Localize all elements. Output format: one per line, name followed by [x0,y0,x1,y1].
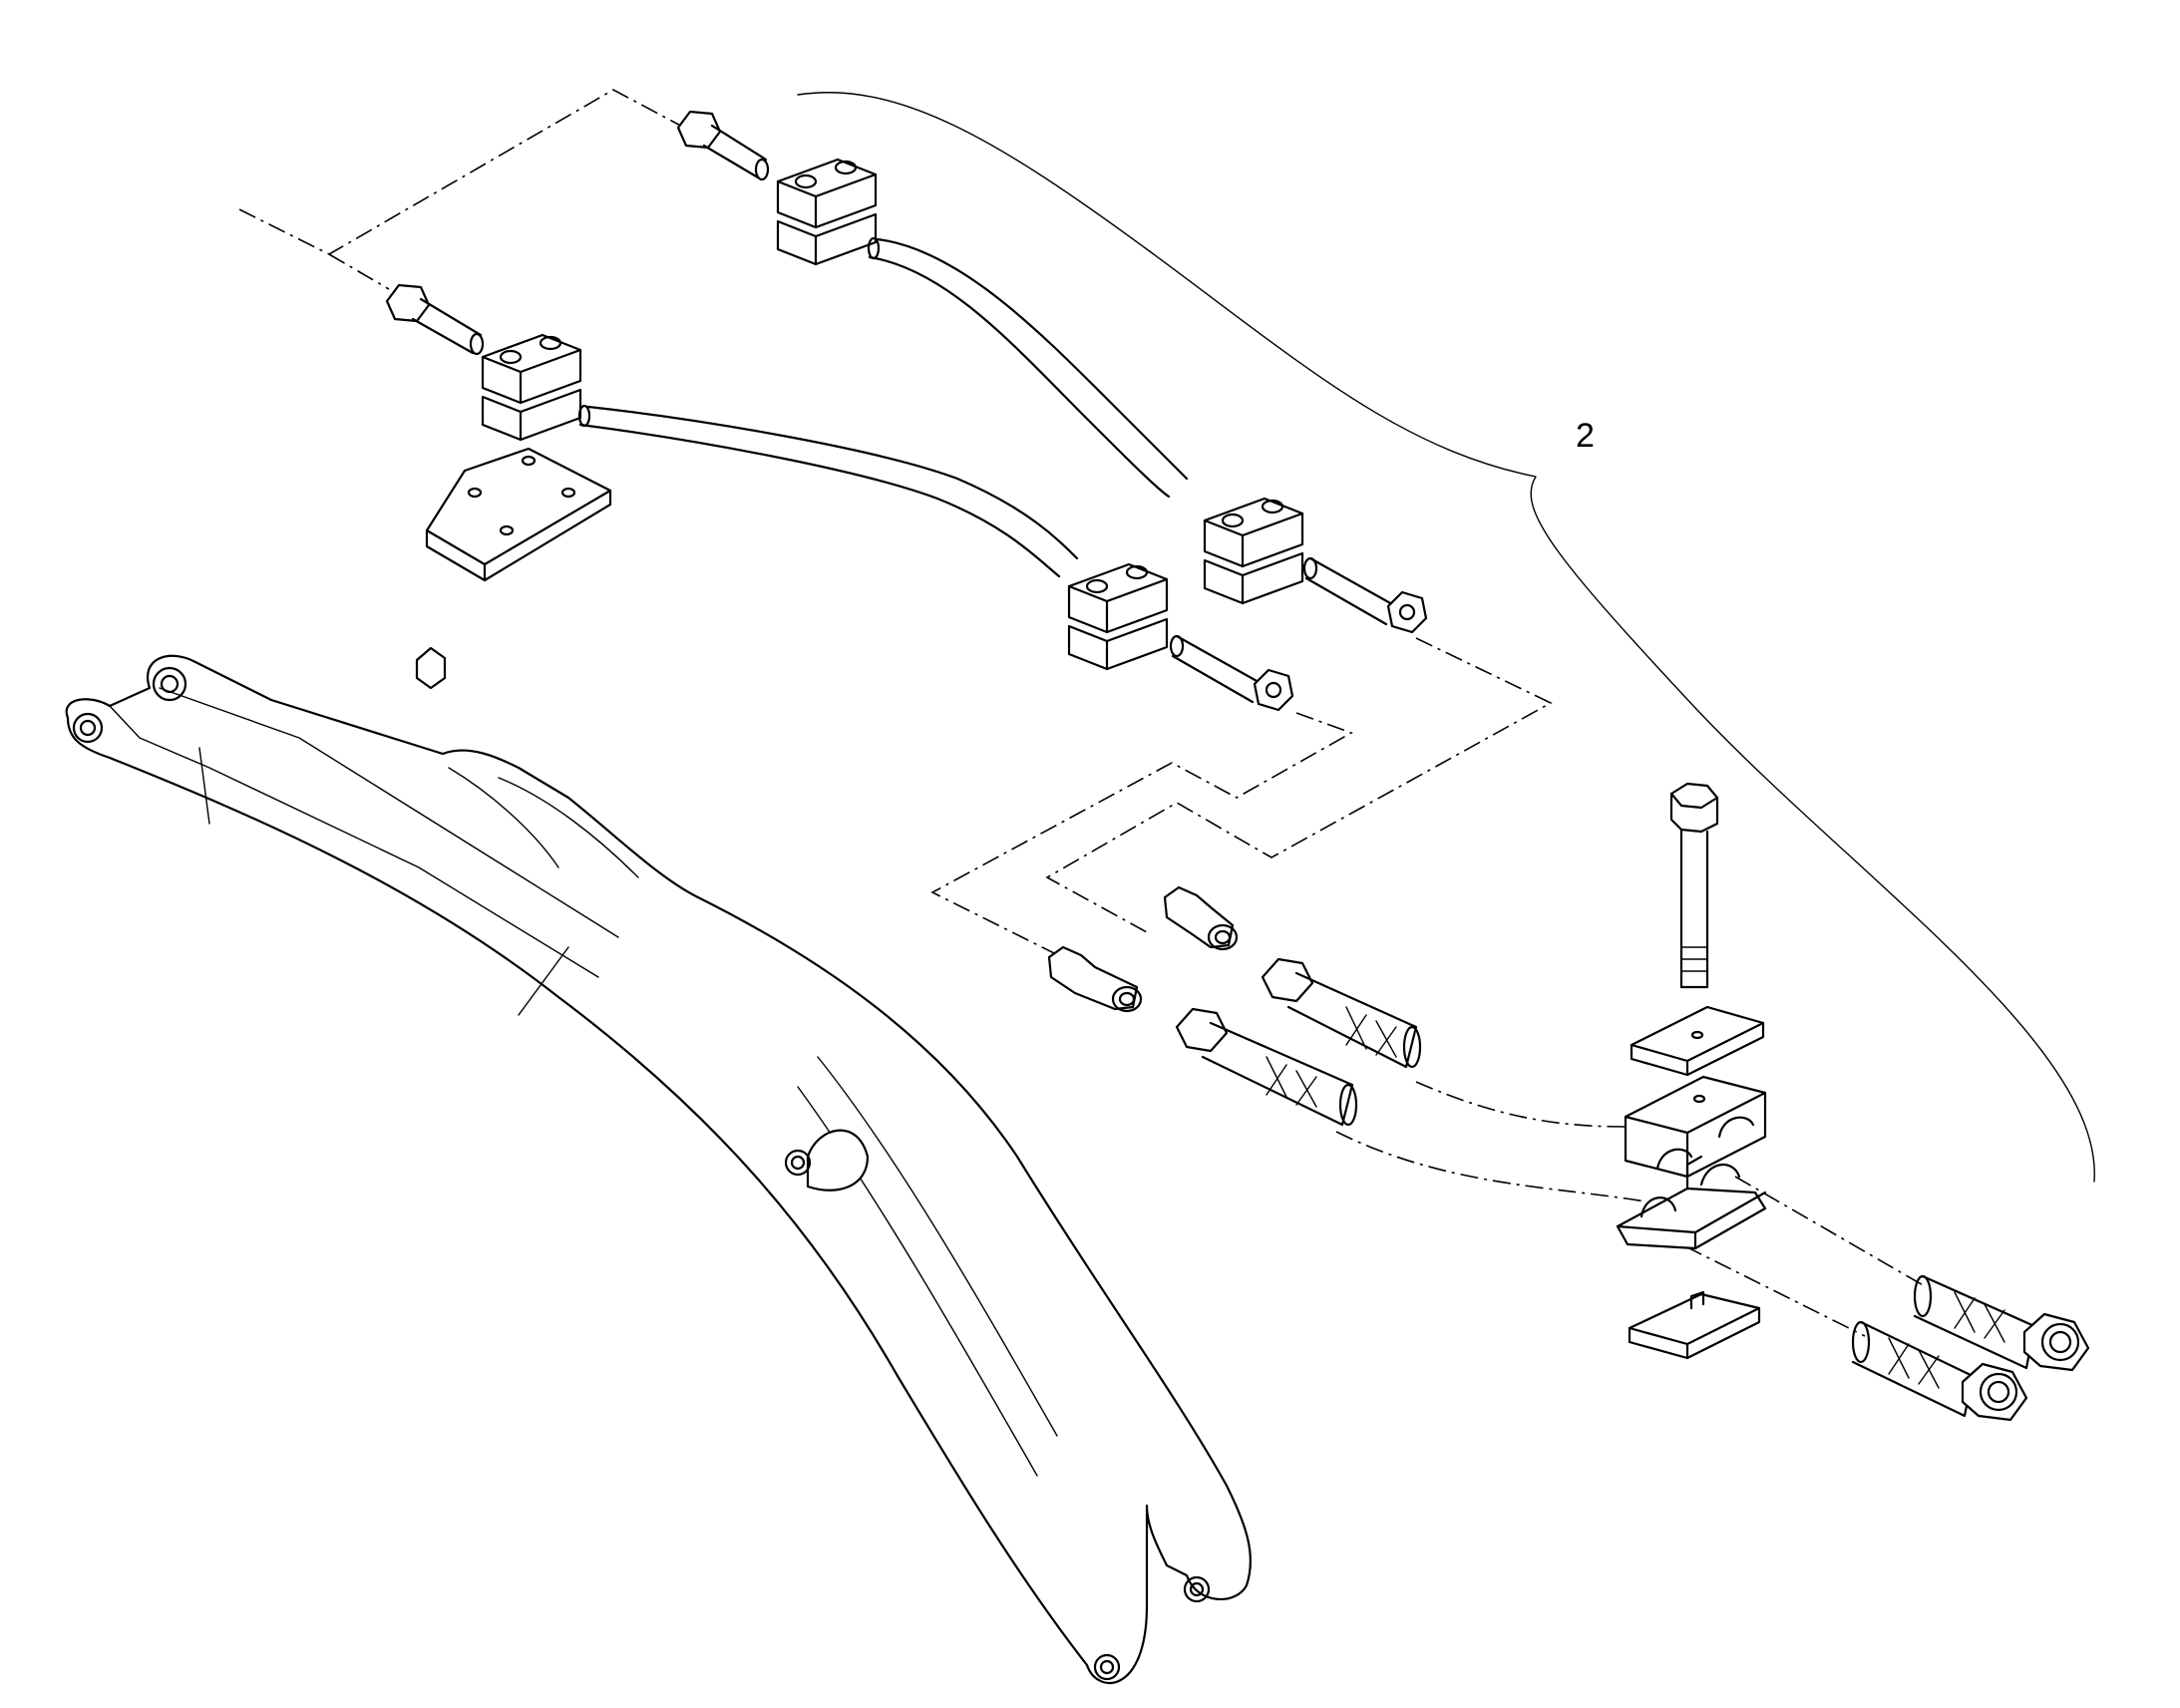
assembly-callout-label: 2 [1576,417,1595,455]
clamp-half-upper [1624,1075,1767,1179]
assembly-bracket [797,92,2095,1183]
bolt-lower-1 [1302,556,1428,634]
cover-plate [1630,1005,1765,1077]
pipe-clamp-upper-2 [481,333,582,442]
bolt-upper-right [385,283,485,356]
hose-fitting-left-2 [1175,1007,1358,1127]
pipe-clamp-lower-2 [1067,562,1169,671]
hydraulic-pipe-upper [867,236,1189,499]
mounting-plate [425,447,612,582]
pipe-clamp-lower-1 [1203,497,1304,605]
bolt-lower-2 [1169,634,1294,712]
union-fitting-1 [1163,885,1239,951]
boom-arm [65,646,1253,1685]
long-bolt [1669,782,1719,989]
union-fitting-2 [1047,945,1143,1013]
hose-fitting-right-2 [1851,1320,2028,1422]
hydraulic-pipe-lower [577,404,1079,578]
hose-fitting-left-1 [1261,957,1422,1069]
pipe-clamp-upper-1 [776,158,878,266]
assembly-centerlines [238,89,1926,1337]
base-plate [1628,1290,1761,1360]
hose-fitting-right-1 [1913,1274,2090,1372]
clamp-half-lower [1616,1155,1767,1250]
bolt-upper-left [676,110,770,181]
